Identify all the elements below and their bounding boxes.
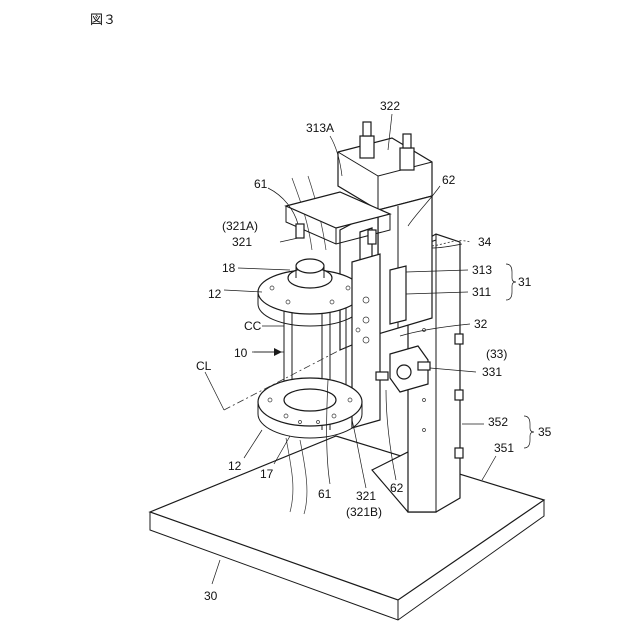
label-352: 352: [488, 415, 508, 429]
label-311: 311: [472, 285, 491, 299]
bottom-flange: [258, 378, 362, 438]
label-61-bottom: 61: [318, 487, 332, 501]
label-61-top: 61: [254, 177, 268, 191]
label-351: 351: [494, 441, 514, 455]
label-322: 322: [380, 99, 400, 113]
label-CL: CL: [196, 359, 212, 373]
brace-35: [524, 416, 534, 448]
label-321-top: 321: [232, 235, 252, 249]
label-10: 10: [234, 346, 248, 360]
label-18: 18: [222, 261, 236, 275]
label-62-top: 62: [442, 173, 456, 187]
label-CC: CC: [244, 319, 262, 333]
label-321A: (321A): [222, 219, 258, 233]
label-32: 32: [474, 317, 488, 331]
label-12-top: 12: [208, 287, 222, 301]
label-313: 313: [472, 263, 492, 277]
label-34: 34: [478, 235, 492, 249]
clamp-33: [376, 346, 430, 392]
label-35: 35: [538, 425, 552, 439]
label-321-bottom: 321: [356, 489, 376, 503]
label-30: 30: [204, 589, 218, 603]
label-62-bottom: 62: [390, 481, 404, 495]
arrow-10: [252, 348, 282, 356]
label-17: 17: [260, 467, 274, 481]
label-313A: 313A: [306, 121, 334, 135]
label-331: 331: [482, 365, 502, 379]
brace-31: [506, 264, 516, 300]
label-12-bottom: 12: [228, 459, 242, 473]
figure-title: 図３: [90, 13, 116, 28]
label-33: (33): [486, 347, 507, 361]
label-31: 31: [518, 275, 532, 289]
label-321B: (321B): [346, 505, 382, 519]
